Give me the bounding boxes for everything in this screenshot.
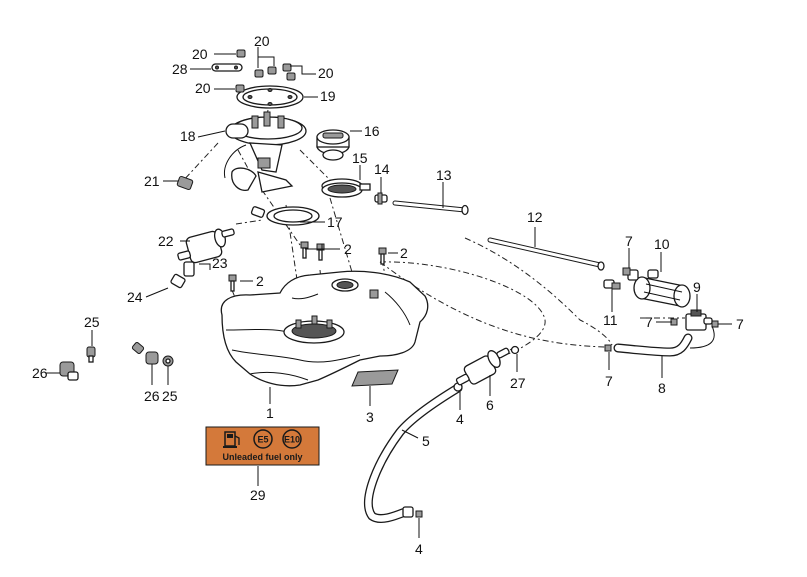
- flange-nuts: [235, 49, 296, 93]
- tank-pad: [351, 369, 399, 387]
- label-7-top: 7: [625, 233, 633, 249]
- label-12: 12: [527, 209, 543, 225]
- label-8: 8: [658, 380, 666, 396]
- breather-fitting: [374, 192, 388, 205]
- label-7-right: 7: [736, 316, 744, 332]
- label-20-left: 20: [195, 80, 211, 96]
- label-20-right: 20: [318, 65, 334, 81]
- label-4-lower: 4: [415, 541, 423, 557]
- purge-hose: [613, 325, 715, 357]
- label-26-right: 26: [144, 388, 160, 404]
- sticker-e5-mark: E5: [257, 435, 268, 445]
- label-23: 23: [212, 255, 228, 271]
- leader-lines: [46, 47, 732, 538]
- line-clips: [86, 346, 174, 367]
- sticker-text: Unleaded fuel only: [222, 452, 302, 462]
- hose-clip-strap: [211, 63, 243, 72]
- fuel-filter: [177, 228, 235, 264]
- pump-gasket: [266, 206, 320, 226]
- label-27: 27: [510, 375, 526, 391]
- label-13: 13: [436, 167, 452, 183]
- label-25-left: 25: [84, 314, 100, 330]
- label-3: 3: [366, 409, 374, 425]
- fuel-pump-icon: [223, 431, 240, 448]
- label-2-middle: 2: [344, 241, 352, 257]
- evap-canister: [627, 269, 691, 308]
- valve-clip: [510, 345, 520, 355]
- label-14: 14: [374, 161, 390, 177]
- callout-labels: 20 20 20 20 28 19 18 16 15 14 13 21 17 1…: [32, 33, 744, 557]
- label-7-bottom: 7: [605, 373, 613, 389]
- label-10: 10: [654, 236, 670, 252]
- vent-valve: [455, 347, 510, 386]
- label-25-right: 25: [162, 388, 178, 404]
- label-29: 29: [250, 487, 266, 503]
- pump-lock-ring: [236, 85, 304, 109]
- fuel-feed-line: [176, 175, 266, 218]
- hose-clamps: [415, 382, 463, 518]
- label-18: 18: [180, 128, 196, 144]
- label-2-left: 2: [256, 273, 264, 289]
- fuel-tank: [220, 270, 429, 387]
- filler-neck: [321, 178, 371, 198]
- label-9: 9: [693, 279, 701, 295]
- label-6: 6: [486, 397, 494, 413]
- sticker-e10-mark: E10: [284, 435, 300, 445]
- vapor-line: [487, 237, 605, 271]
- label-26-left: 26: [32, 365, 48, 381]
- label-17: 17: [327, 214, 343, 230]
- label-22: 22: [158, 233, 174, 249]
- label-24: 24: [127, 289, 143, 305]
- fuel-pump-assembly: [223, 111, 307, 193]
- label-19: 19: [320, 88, 336, 104]
- tank-bolts: [228, 241, 387, 292]
- purge-valve: [685, 309, 713, 331]
- filter-outlet-fitting: [183, 261, 195, 277]
- filler-hose: [363, 383, 463, 523]
- label-16: 16: [364, 123, 380, 139]
- label-21: 21: [144, 173, 160, 189]
- label-20-upper: 20: [254, 33, 270, 49]
- label-15: 15: [352, 150, 368, 166]
- fuel-filler-cap: [316, 129, 350, 161]
- label-28: 28: [172, 61, 188, 77]
- label-20-top: 20: [192, 46, 208, 62]
- label-7-middle: 7: [645, 314, 653, 330]
- label-4-upper: 4: [456, 411, 464, 427]
- unleaded-fuel-sticker: E5 E10 Unleaded fuel only: [205, 426, 320, 466]
- breather-hose: [392, 200, 469, 216]
- label-2-right: 2: [400, 245, 408, 261]
- canister-fittings: [603, 279, 621, 290]
- fuel-return-line: [59, 273, 186, 388]
- label-5: 5: [422, 433, 430, 449]
- label-1: 1: [266, 405, 274, 421]
- label-11: 11: [603, 312, 618, 328]
